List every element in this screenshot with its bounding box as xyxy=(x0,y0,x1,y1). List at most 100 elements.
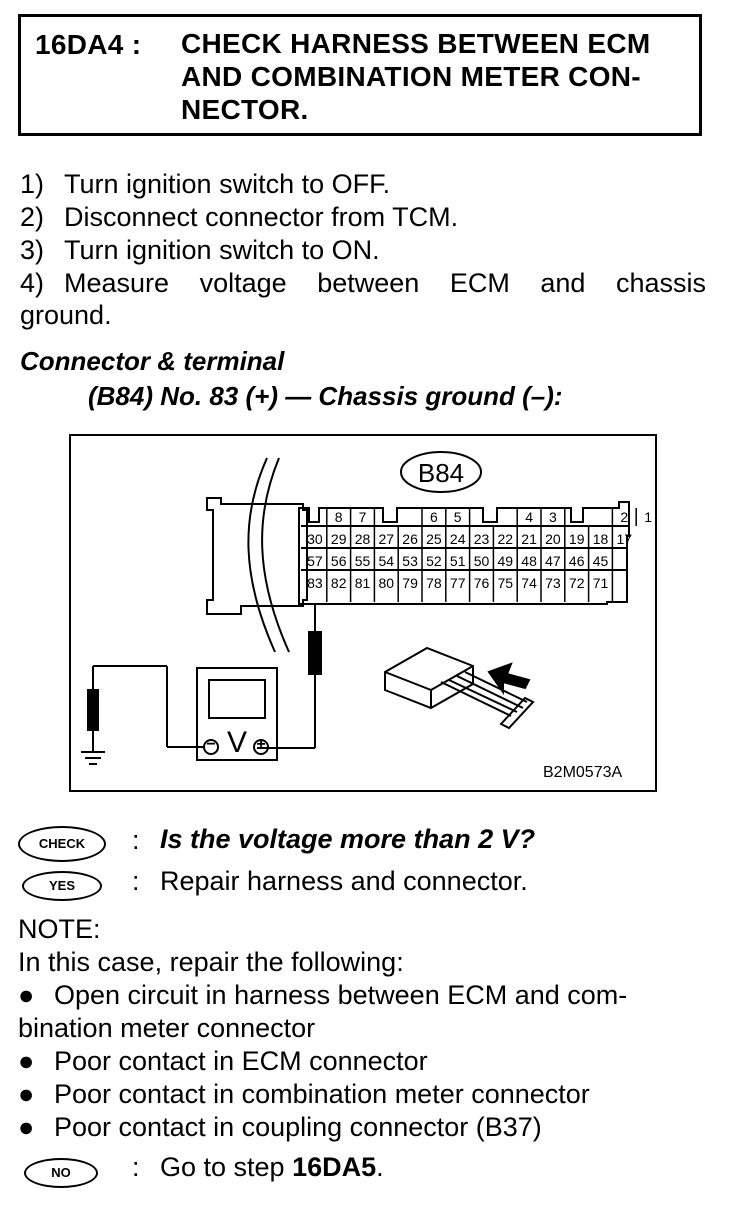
yes-action-text: Repair harness and connector. xyxy=(160,866,528,896)
terminal-number: 78 xyxy=(426,575,442,591)
bullet-icon: ● xyxy=(18,1046,35,1076)
connector-label-b84: B84 xyxy=(417,458,465,488)
terminal-number: 57 xyxy=(307,553,323,569)
terminal-number: 74 xyxy=(521,575,537,591)
step-code: 16DA4 : xyxy=(35,29,142,60)
terminal-number: 18 xyxy=(593,531,609,547)
bullet-icon: ● xyxy=(18,1112,35,1142)
terminal-number: 55 xyxy=(355,553,371,569)
note-item: ● Poor contact in ECM connector xyxy=(18,1045,708,1078)
terminal-number: 50 xyxy=(474,553,490,569)
terminal-number: 75 xyxy=(498,575,514,591)
terminal-number: 8 xyxy=(335,509,343,525)
terminal-number: 47 xyxy=(545,553,561,569)
connector-detail: (B84) No. 83 (+) — Chassis ground (–): xyxy=(88,381,563,411)
terminal-number: 22 xyxy=(498,531,514,547)
minus-sign-label: − xyxy=(206,736,216,753)
procedure-step: 1) Turn ignition switch to OFF. xyxy=(20,168,706,201)
terminal-number: 83 xyxy=(307,575,323,591)
figure-id: B2M0573A xyxy=(543,764,623,781)
note-item-text: Poor contact in coupling connector (B37) xyxy=(54,1112,542,1142)
connector-heading: Connector & terminal xyxy=(20,346,285,376)
terminal-number: 29 xyxy=(331,531,347,547)
step-title: CHECK HARNESS BETWEEN ECM AND COMBINATIO… xyxy=(181,28,651,125)
no-action-prefix: Go to step xyxy=(160,1152,293,1182)
voltmeter-display xyxy=(208,679,266,719)
positive-probe xyxy=(308,631,322,675)
terminal-number: 5 xyxy=(454,509,462,525)
step-number: 3) xyxy=(20,235,45,265)
terminal-number: 81 xyxy=(355,575,371,591)
note-item: ● Poor contact in coupling connector (B3… xyxy=(18,1111,708,1144)
terminal-number: 49 xyxy=(498,553,514,569)
yes-colon: : xyxy=(132,866,140,896)
terminal-number: 4 xyxy=(525,509,533,525)
terminal-number: 71 xyxy=(593,575,609,591)
step-header-box: 16DA4 : CHECK HARNESS BETWEEN ECM AND CO… xyxy=(18,14,702,136)
step-text: Disconnect connector from TCM. xyxy=(64,202,459,232)
plus-sign-label: + xyxy=(256,736,266,753)
yes-badge: YES xyxy=(22,871,102,901)
note-item-text: Poor contact in ECM connector xyxy=(54,1046,428,1076)
step-number: 1) xyxy=(20,169,45,199)
terminal-number: 46 xyxy=(569,553,585,569)
step-number: 4) xyxy=(20,268,45,298)
terminal-number: 21 xyxy=(521,531,537,547)
terminal-number: 51 xyxy=(450,553,466,569)
check-colon: : xyxy=(132,825,140,855)
terminal-number: 6 xyxy=(430,509,438,525)
terminal-number: 3 xyxy=(549,509,557,525)
step-continuation: ground. xyxy=(20,300,112,330)
note-item-text: Poor contact in combination meter connec… xyxy=(54,1079,590,1109)
terminal-number: 72 xyxy=(569,575,585,591)
step-text: Turn ignition switch to OFF. xyxy=(64,169,391,199)
terminal-number: 79 xyxy=(402,575,418,591)
plus-terminal xyxy=(253,739,269,755)
terminal-number: 80 xyxy=(379,575,395,591)
terminal-number: 48 xyxy=(521,553,537,569)
step-text: Turn ignition switch to ON. xyxy=(64,235,380,265)
no-badge: NO xyxy=(24,1158,98,1188)
terminal-number: 82 xyxy=(331,575,347,591)
procedure-step: 3) Turn ignition switch to ON. xyxy=(20,234,706,267)
step-text: Measure voltage between ECM and chassis xyxy=(64,268,706,298)
voltmeter-v-label: V xyxy=(226,726,247,759)
terminal-number: 1 xyxy=(644,509,652,525)
terminal-number: 23 xyxy=(474,531,490,547)
no-action-suffix: . xyxy=(376,1152,384,1182)
arrow-icon xyxy=(487,662,531,696)
terminal-number: 45 xyxy=(593,553,609,569)
note-intro: In this case, repair the following: xyxy=(18,947,404,977)
bullet-icon: ● xyxy=(18,980,35,1010)
terminal-number: 24 xyxy=(450,531,466,547)
no-colon: : xyxy=(132,1152,140,1182)
terminal-number: 52 xyxy=(426,553,442,569)
terminal-number: 7 xyxy=(359,509,367,525)
terminal-number: 25 xyxy=(426,531,442,547)
no-action-text: Go to step 16DA5. xyxy=(160,1152,384,1183)
check-question: Is the voltage more than 2 V? xyxy=(160,824,536,854)
ground-probe xyxy=(87,689,99,731)
terminal-number: 73 xyxy=(545,575,561,591)
next-step-reference[interactable]: 16DA5 xyxy=(292,1152,377,1182)
terminal-number: 77 xyxy=(450,575,466,591)
note-item-text: Open circuit in harness between ECM and … xyxy=(18,980,628,1043)
procedure-steps: 1) Turn ignition switch to OFF. 2) Disco… xyxy=(20,168,706,300)
terminal-number: 2 xyxy=(620,509,628,525)
ecm-connector-housing xyxy=(206,497,308,615)
terminal-number: 54 xyxy=(379,553,395,569)
terminal-number: 30 xyxy=(307,531,323,547)
terminal-number: 56 xyxy=(331,553,347,569)
terminal-number: 53 xyxy=(402,553,418,569)
note-item: ● Poor contact in combination meter conn… xyxy=(18,1078,708,1111)
b84-label-ellipse xyxy=(400,451,482,493)
terminal-number: 76 xyxy=(474,575,490,591)
step-number: 2) xyxy=(20,202,45,232)
terminal-number: 19 xyxy=(569,531,585,547)
note-item: ● Open circuit in harness between ECM an… xyxy=(18,979,708,1045)
voltmeter-body xyxy=(196,667,278,761)
harness-curve xyxy=(247,457,276,653)
harness-curve xyxy=(261,457,290,653)
